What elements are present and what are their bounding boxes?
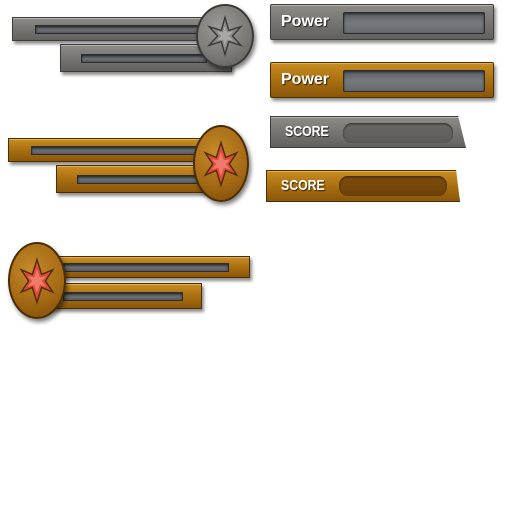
score-bar-stone: SCORE: [270, 116, 466, 148]
score-bar-wood: SCORE: [266, 170, 460, 202]
wood-mirrored-upper-bar-slot: [63, 263, 229, 272]
score-label: SCORE: [285, 123, 329, 140]
wood-mirrored-lower-bar: [48, 283, 202, 309]
wood-medallion: [193, 125, 249, 202]
wood-upper-bar: [8, 138, 220, 162]
power-meter-slot: [343, 70, 485, 92]
grey-star-gem-icon: [206, 14, 244, 58]
wood-lower-bar-slot: [77, 175, 203, 184]
power-label: Power: [281, 71, 330, 88]
wood-mirrored-upper-bar: [48, 256, 250, 278]
stone-medallion: [196, 4, 254, 68]
score-meter-slot: [343, 123, 453, 143]
power-meter-slot: [343, 12, 485, 34]
power-bar-stone: Power: [270, 4, 494, 40]
score-meter-slot: [339, 176, 447, 196]
stone-lower-bar-slot: [81, 54, 207, 63]
power-bar-wood: Power: [270, 62, 494, 98]
red-star-gem-icon: [203, 140, 239, 188]
score-label: SCORE: [281, 177, 325, 194]
power-label: Power: [281, 13, 330, 30]
wood-mirrored-lower-bar-slot: [63, 292, 183, 301]
wood-upper-bar-slot: [31, 146, 199, 155]
red-star-gem-icon: [19, 257, 55, 305]
stone-upper-bar: [12, 17, 226, 41]
wood-mirrored-medallion: [8, 242, 66, 319]
stone-upper-bar-slot: [35, 25, 205, 34]
